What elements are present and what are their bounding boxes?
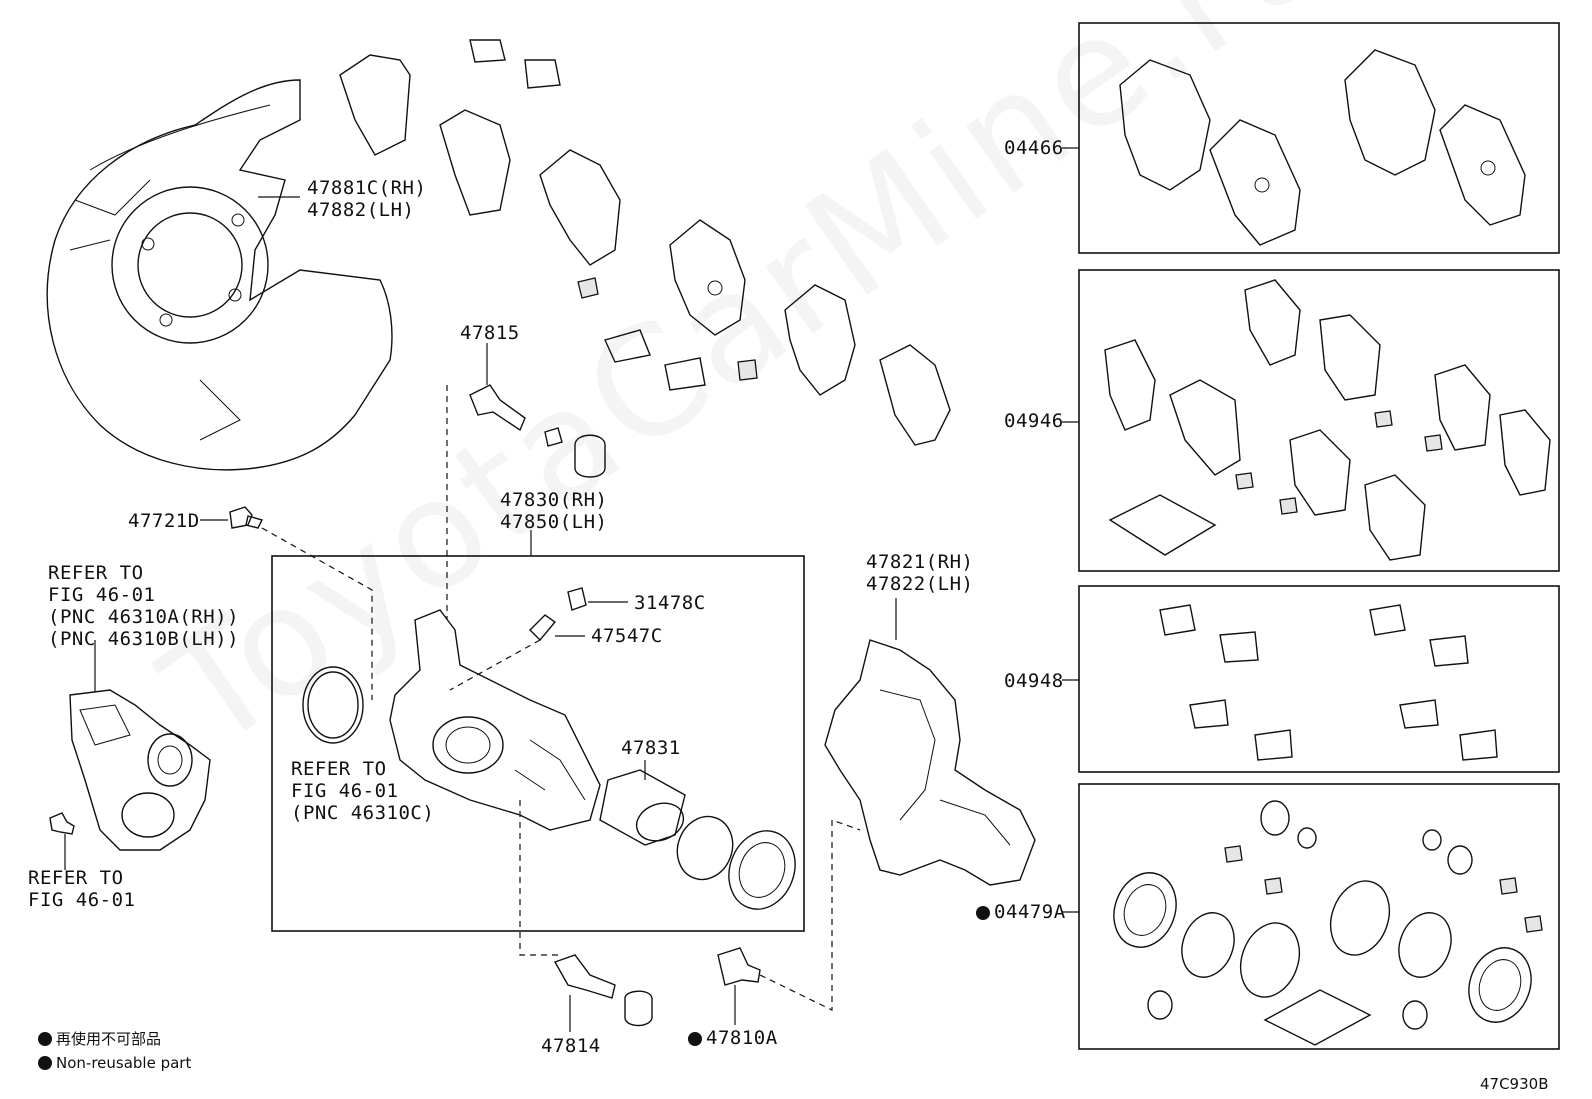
refer-to-seal-note: REFER TO FIG 46-01 (PNC 46310C) xyxy=(291,758,435,824)
label-47881c: 47881C(RH) 47882(LH) xyxy=(307,177,427,221)
non-reusable-marker-icon xyxy=(688,1032,702,1046)
label-47815: 47815 xyxy=(460,322,520,344)
label-04948: 04948 xyxy=(1004,670,1064,692)
bolt-47810a-shape xyxy=(717,947,761,986)
kit-04466-pads xyxy=(1119,49,1526,246)
label-47814: 47814 xyxy=(541,1035,601,1057)
kit-04948-clips xyxy=(1159,604,1498,761)
dust-cover-shape xyxy=(46,79,393,471)
refer-to-bolt-note: REFER TO FIG 46-01 xyxy=(28,867,136,911)
label-47821: 47821(RH) 47822(LH) xyxy=(866,551,974,595)
parking-brake-motor-shape xyxy=(69,689,211,851)
bleeder-plug-shape xyxy=(529,614,557,642)
caliper-body-shape xyxy=(389,609,601,831)
piston-47831-shape xyxy=(599,769,686,846)
kit-box-04946 xyxy=(1078,269,1560,572)
piston-seal-ring-shape xyxy=(302,666,364,744)
legend-dot-icon xyxy=(38,1032,52,1046)
legend-jp: 再使用不可部品 xyxy=(38,1028,161,1049)
label-04479a: 04479A xyxy=(976,901,1066,923)
kit-box-04466 xyxy=(1078,22,1560,254)
caliper-box xyxy=(271,555,805,932)
pad-shims-top xyxy=(339,39,951,446)
label-47721d: 47721D xyxy=(128,510,200,532)
label-47831: 47831 xyxy=(621,737,681,759)
bleeder-cap-shape xyxy=(567,587,587,611)
legend-en-text: Non-reusable part xyxy=(56,1054,192,1072)
legend-dot-icon xyxy=(38,1056,52,1070)
refer-to-motor-note: REFER TO FIG 46-01 (PNC 46310A(RH)) (PNC… xyxy=(48,562,240,650)
label-04479a-text: 04479A xyxy=(994,901,1066,923)
legend-en: Non-reusable part xyxy=(38,1054,191,1072)
non-reusable-marker-icon xyxy=(976,906,990,920)
legend-jp-text: 再使用不可部品 xyxy=(56,1030,162,1048)
slide-pin-47815-shape xyxy=(469,384,606,478)
kit-04479a-seals xyxy=(1113,800,1543,1046)
piston-boot-shape xyxy=(728,830,796,910)
piston-seal-shape xyxy=(676,815,734,881)
label-47810a: 47810A xyxy=(688,1027,778,1049)
bolt-47721d-shape xyxy=(229,506,264,529)
label-47830: 47830(RH) 47850(LH) xyxy=(500,489,608,533)
label-31478c: 31478C xyxy=(634,592,706,614)
label-47810a-text: 47810A xyxy=(706,1027,778,1049)
label-04466: 04466 xyxy=(1004,137,1064,159)
kit-04946-shims xyxy=(1104,279,1551,561)
figure-id: 47C930B xyxy=(1480,1075,1549,1093)
kit-box-04948 xyxy=(1078,585,1560,773)
motor-bolt-shape xyxy=(49,812,75,835)
label-47547c: 47547C xyxy=(591,625,663,647)
label-04946: 04946 xyxy=(1004,410,1064,432)
slide-pin-47814-shape xyxy=(553,954,653,1027)
caliper-mounting-bracket-shape xyxy=(824,639,1036,886)
kit-box-04479 xyxy=(1078,783,1560,1050)
